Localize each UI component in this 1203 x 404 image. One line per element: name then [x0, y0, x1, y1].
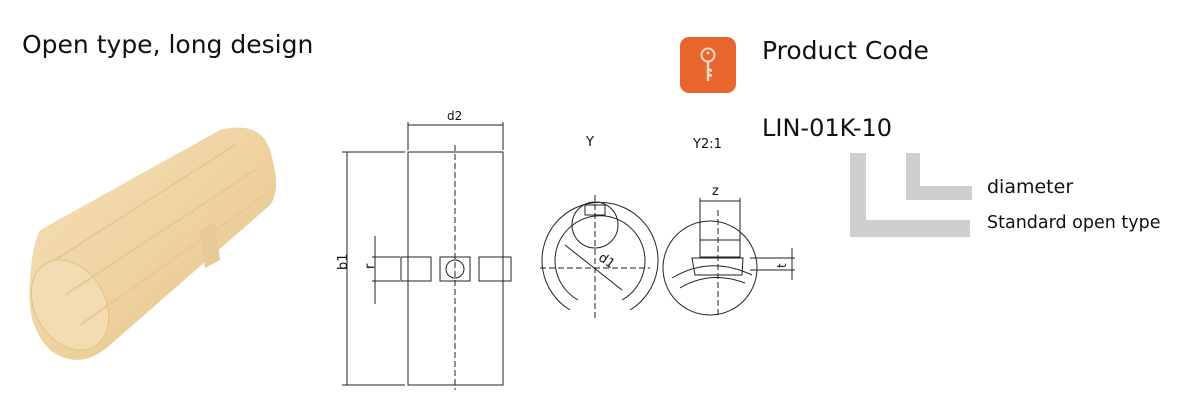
label-z: z	[712, 184, 719, 199]
legend-standard-open-type: Standard open type	[987, 213, 1161, 233]
product-code-heading: Product Code	[762, 36, 929, 65]
product-photo	[29, 127, 276, 360]
label-r: r	[363, 263, 378, 269]
bracket-standard	[850, 153, 866, 237]
label-y: Y	[585, 135, 594, 150]
product-code: LIN-01K-10	[762, 114, 893, 142]
bracket-diameter-h	[906, 186, 972, 200]
label-d2: d2	[447, 109, 462, 123]
label-y21: Y2:1	[692, 137, 722, 152]
label-b1: b1	[336, 253, 351, 270]
legend-diameter: diameter	[987, 176, 1074, 198]
label-d1: d1	[595, 250, 617, 272]
label-t: t	[775, 263, 789, 268]
key-icon	[680, 37, 736, 93]
bracket-standard-h	[850, 220, 970, 237]
technical-drawing: d2 b1 r Y Y2:1 d1 z t	[336, 109, 795, 390]
page-title: Open type, long design	[22, 30, 314, 59]
